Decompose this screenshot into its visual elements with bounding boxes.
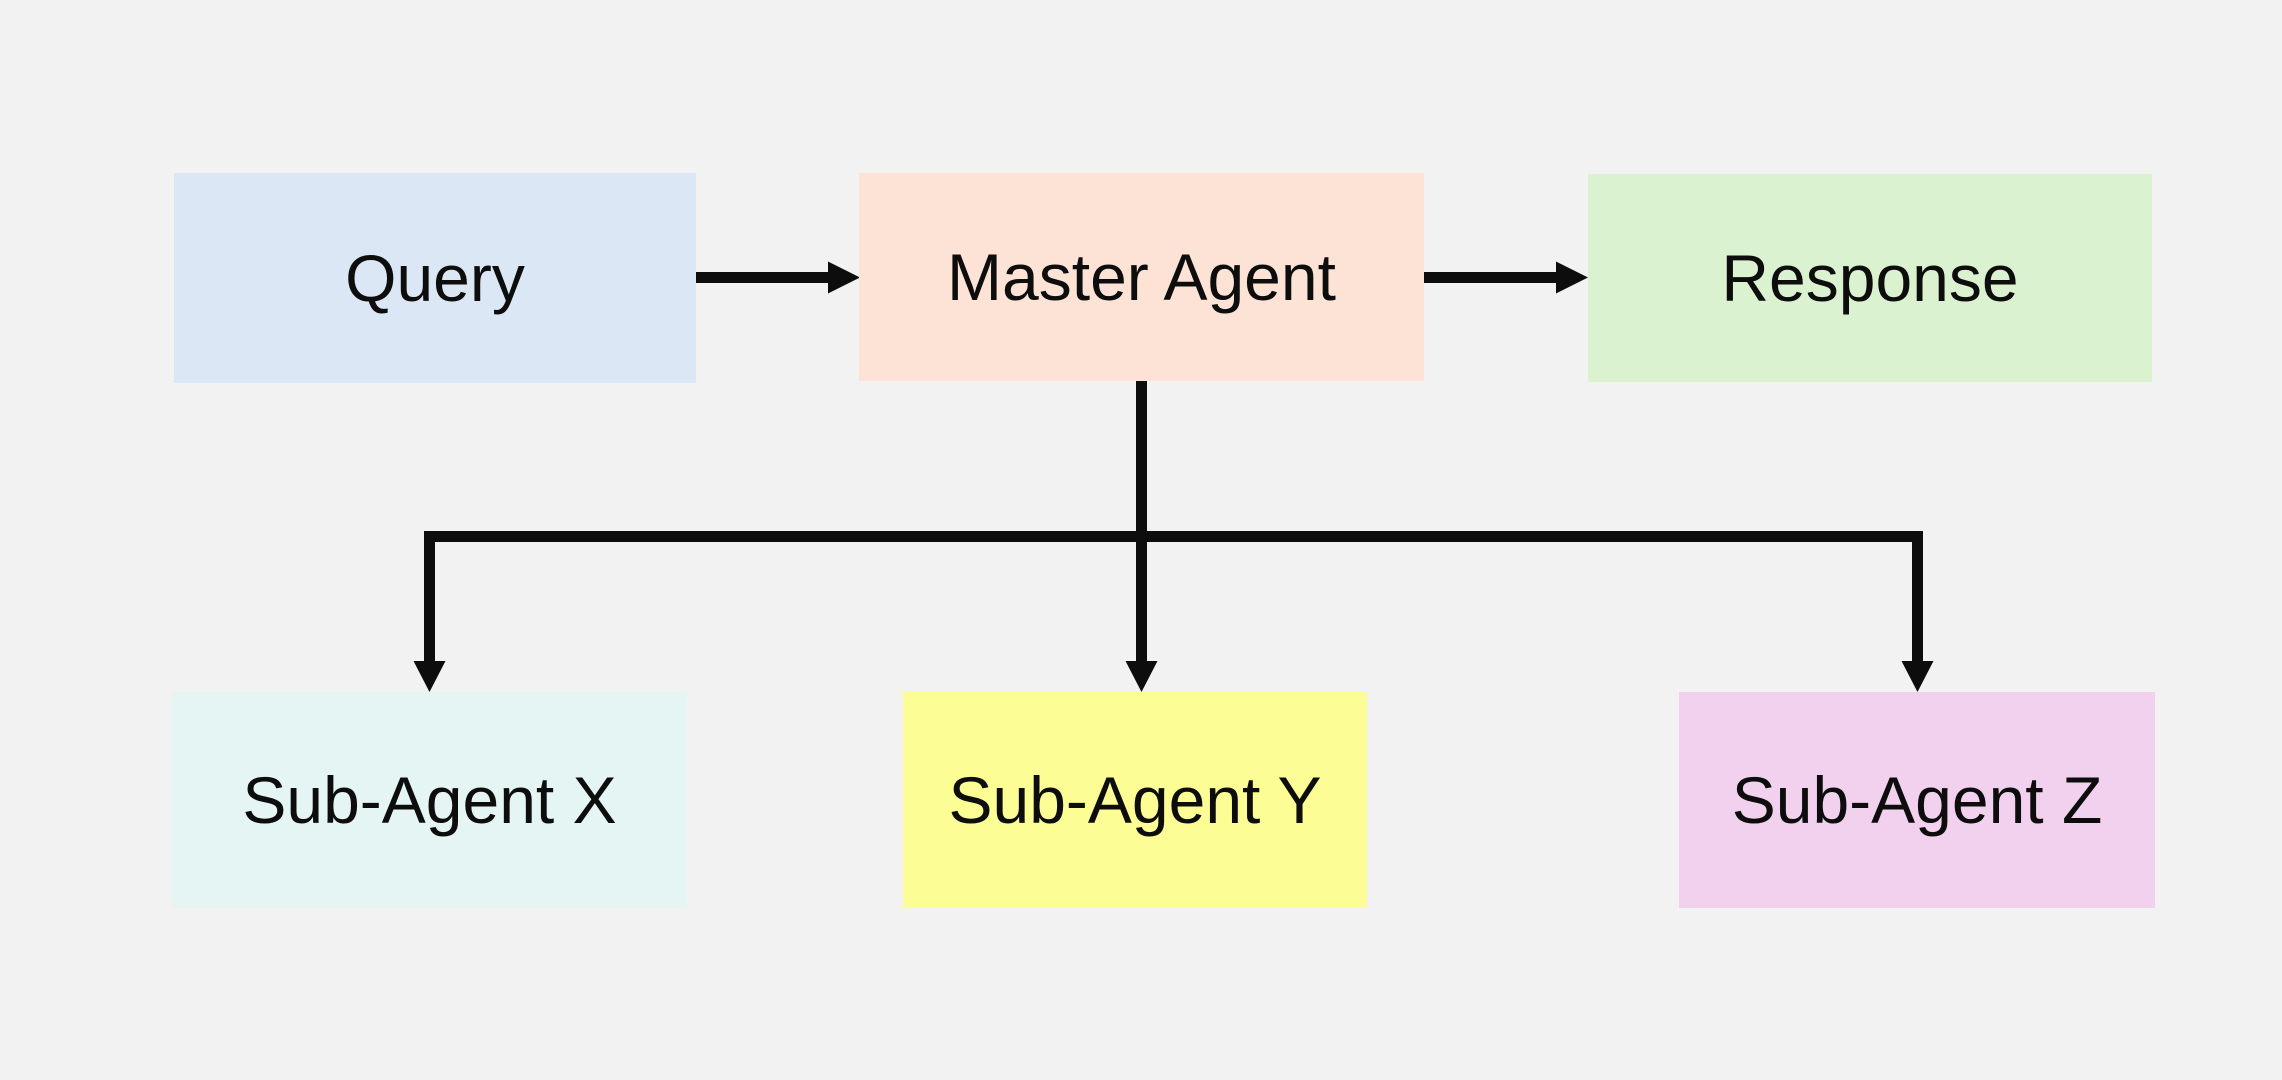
node-query: Query — [174, 173, 696, 383]
arrowhead-right-icon — [828, 261, 860, 294]
node-master-agent-label: Master Agent — [947, 240, 1336, 314]
arrowhead-down-icon — [1901, 661, 1934, 692]
arrowhead-right-icon — [1556, 261, 1588, 294]
edge-branch-to-subx — [413, 531, 446, 692]
node-sub-agent-y: Sub-Agent Y — [903, 692, 1367, 907]
node-sub-agent-y-label: Sub-Agent Y — [948, 762, 1322, 837]
edge-query-to-master — [696, 261, 860, 294]
node-response-label: Response — [1721, 241, 2019, 315]
arrowhead-down-icon — [413, 661, 446, 692]
edge-master-to-response — [1424, 261, 1588, 294]
node-query-label: Query — [345, 241, 525, 315]
edge-master-to-suby — [1125, 661, 1158, 692]
arrowhead-down-icon — [1125, 661, 1158, 692]
node-sub-agent-x: Sub-Agent X — [172, 692, 687, 908]
node-sub-agent-x-label: Sub-Agent X — [242, 763, 617, 837]
node-sub-agent-z-label: Sub-Agent Z — [1731, 763, 2103, 837]
node-sub-agent-z: Sub-Agent Z — [1679, 692, 2155, 908]
edge-branch-to-subz — [1901, 531, 1934, 692]
edge-master-branch-bar — [424, 381, 1923, 663]
node-response: Response — [1588, 174, 2152, 382]
node-master-agent: Master Agent — [859, 173, 1424, 381]
